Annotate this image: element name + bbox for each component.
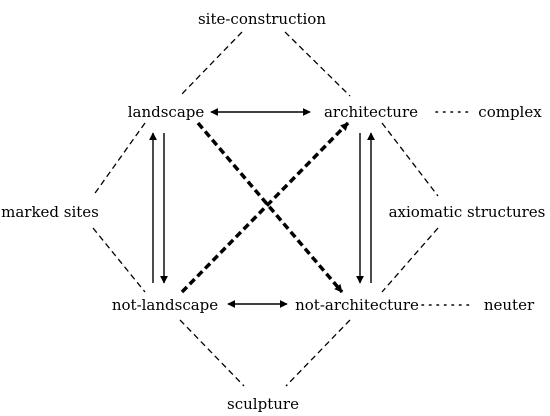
label-sculpture: sculpture — [227, 395, 299, 413]
label-axiomatic-structures: axiomatic structures — [389, 203, 546, 221]
dash-not-landscape-to-sculpture — [179, 319, 245, 387]
thick-dash-landscape-to-not-architecture — [196, 121, 344, 294]
dash-site-construction-to-landscape — [179, 31, 243, 97]
thick-dash-not-landscape-to-architecture — [180, 121, 350, 294]
label-complex: complex — [478, 103, 542, 121]
dash-architecture-to-axiomatic-structures — [381, 122, 439, 197]
dash-not-architecture-to-sculpture — [285, 319, 351, 387]
dash-site-construction-to-architecture — [284, 31, 351, 97]
dash-landscape-to-marked-sites — [92, 122, 146, 197]
label-not-landscape: not-landscape — [112, 296, 218, 314]
label-neuter: neuter — [484, 296, 535, 314]
label-site-construction: site-construction — [198, 10, 326, 28]
label-marked-sites: marked sites — [1, 203, 99, 221]
label-landscape: landscape — [128, 103, 205, 121]
label-not-architecture: not-architecture — [295, 296, 419, 314]
dash-marked-sites-to-not-landscape — [92, 227, 146, 293]
label-architecture: architecture — [324, 103, 418, 121]
dash-axiomatic-structures-to-not-architecture — [381, 227, 439, 293]
